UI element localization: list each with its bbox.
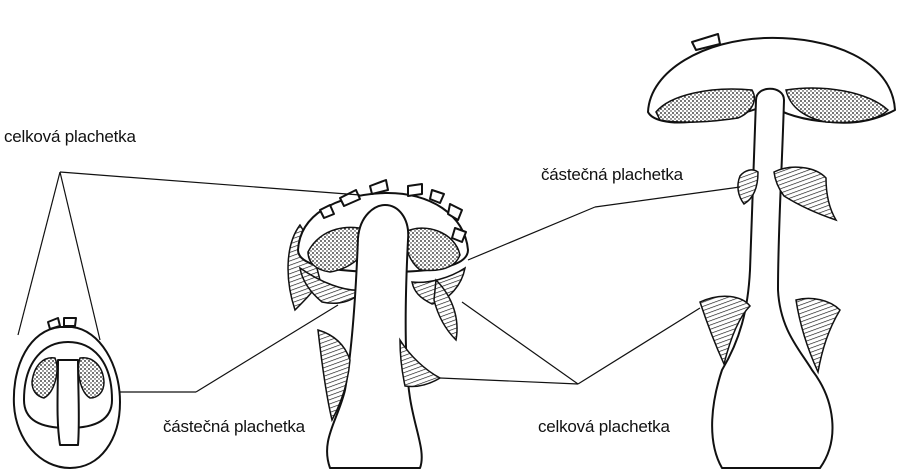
leader-universal-top-to-egg-left: [18, 172, 60, 335]
young-partial-veil-left: [300, 268, 362, 303]
leader-universal-bottom-to-young-volva: [440, 378, 578, 384]
leader-universal-bottom-to-young-right: [462, 302, 578, 384]
young-cap-patch-2: [370, 180, 388, 194]
stage-egg: [14, 318, 120, 468]
young-cap-patch-6: [452, 228, 466, 242]
leader-partial-bottom-to-young: [196, 305, 338, 392]
leader-universal-top-to-egg-right: [60, 172, 100, 340]
label-universal-veil-bottom: celková plachetka: [538, 417, 670, 436]
leader-partial-right-to-mature-ring: [595, 187, 740, 207]
mature-ring-right: [774, 167, 836, 220]
egg-stem: [58, 360, 79, 445]
label-partial-veil-bottom: částečná plachetka: [163, 417, 306, 436]
leader-universal-top-to-young-cap: [60, 172, 360, 195]
young-cap-patch-3: [408, 184, 422, 196]
leader-universal-bottom-to-mature-volva: [578, 308, 700, 384]
stage-mature: [648, 34, 895, 468]
mature-stem: [712, 89, 832, 468]
label-universal-veil-top: celková plachetka: [4, 127, 136, 146]
egg-veil-chip-2: [64, 318, 76, 326]
leader-partial-right-to-young: [468, 207, 595, 260]
stage-young: [288, 180, 468, 468]
egg-veil-chip-1: [48, 318, 60, 329]
label-partial-veil-right: částečná plachetka: [541, 165, 684, 184]
